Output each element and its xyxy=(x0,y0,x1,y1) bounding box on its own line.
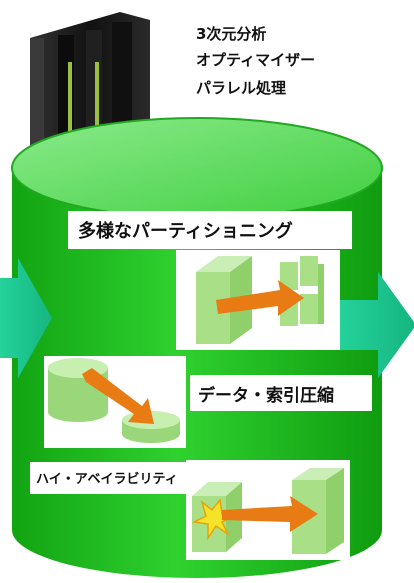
availability-image xyxy=(186,460,350,560)
availability-label-box: ハイ・アベイラビリティ xyxy=(30,462,204,494)
failure-burst-icon xyxy=(191,498,237,541)
orange-arrow-icon xyxy=(216,280,304,316)
feature-optimizer: オプティマイザー xyxy=(196,51,316,69)
orange-arrow-icon xyxy=(82,368,154,424)
left-arrow-icon xyxy=(0,258,52,378)
compression-label: データ・索引圧縮 xyxy=(198,386,334,406)
partitioning-label-box: 多様なパーティショニング xyxy=(68,211,352,249)
compression-label-box: データ・索引圧縮 xyxy=(190,375,372,411)
partitioning-image xyxy=(176,250,340,350)
feature-parallel: パラレル処理 xyxy=(196,79,287,97)
partitioning-label: 多様なパーティショニング xyxy=(78,221,293,242)
right-arrow-icon xyxy=(340,272,414,378)
orange-arrow-icon xyxy=(222,496,318,532)
availability-label: ハイ・アベイラビリティ xyxy=(36,472,178,487)
feature-3d-analysis: 3次元分析 xyxy=(196,25,267,43)
compression-image xyxy=(44,356,186,448)
